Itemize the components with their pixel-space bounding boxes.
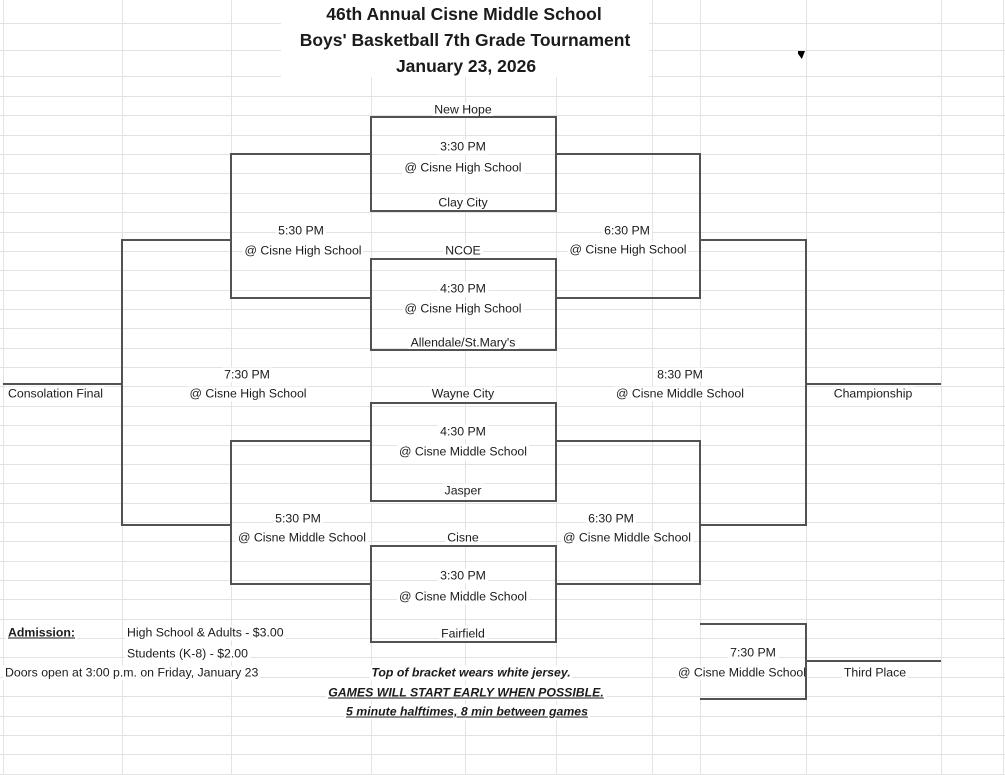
- game4-venue: @ Cisne Middle School: [397, 589, 529, 605]
- game4-time: 3:30 PM: [438, 568, 488, 584]
- bracket-line: [231, 440, 371, 442]
- bracket-line: [3, 383, 122, 385]
- bracket-line: [556, 297, 700, 299]
- third-place-time: 7:30 PM: [728, 645, 778, 661]
- game1-venue: @ Cisne High School: [402, 160, 524, 176]
- admission-heading: Admission:: [6, 625, 77, 641]
- bracket-line: [371, 641, 557, 643]
- bracket-line: [556, 153, 700, 155]
- note-early: GAMES WILL START EARLY WHEN POSSIBLE.: [326, 685, 606, 701]
- bracket-line: [700, 524, 806, 526]
- bracket-line: [230, 153, 232, 299]
- consolation-final-venue: @ Cisne High School: [187, 386, 309, 402]
- game3-venue: @ Cisne Middle School: [397, 444, 529, 460]
- consolation-final-time: 7:30 PM: [222, 367, 272, 383]
- consolation-semi2-time: 5:30 PM: [273, 511, 323, 527]
- consolation-final-label: Consolation Final: [6, 386, 106, 402]
- bracket-line: [700, 698, 806, 700]
- title-line-2: Boys' Basketball 7th Grade Tournament: [297, 29, 633, 51]
- bracket-line: [371, 258, 557, 260]
- note-jersey: Top of bracket wears white jersey.: [369, 665, 573, 681]
- bracket-line: [231, 297, 371, 299]
- consolation-semi1-venue: @ Cisne High School: [242, 243, 364, 259]
- bracket-line: [371, 402, 557, 404]
- bracket-line: [806, 383, 941, 385]
- championship-venue: @ Cisne Middle School: [614, 386, 746, 402]
- bracket-line: [806, 660, 941, 662]
- team-allendale: Allendale/St.Mary's: [408, 335, 518, 351]
- third-place-venue: @ Cisne Middle School: [676, 665, 808, 681]
- bracket-line: [122, 524, 231, 526]
- bracket-line: [121, 239, 123, 526]
- bracket-line: [699, 440, 701, 585]
- admission-students: Students (K-8) - $2.00: [125, 646, 250, 662]
- consolation-semi1-time: 5:30 PM: [276, 223, 326, 239]
- bracket-line: [231, 153, 371, 155]
- admission-doors: Doors open at 3:00 p.m. on Friday, Janua…: [3, 665, 261, 681]
- team-fairfield: Fairfield: [439, 626, 487, 642]
- championship-label: Championship: [831, 386, 915, 402]
- bracket-line: [371, 210, 557, 212]
- bracket-line: [700, 623, 806, 625]
- bracket-line: [699, 153, 701, 299]
- bracket-line: [556, 583, 700, 585]
- team-new-hope: New Hope: [432, 102, 494, 118]
- title-line-1: 46th Annual Cisne Middle School: [324, 3, 604, 25]
- bracket-line: [805, 239, 807, 526]
- winner-semi2-venue: @ Cisne Middle School: [561, 530, 693, 546]
- third-place-label: Third Place: [841, 665, 909, 681]
- bracket-line: [371, 116, 557, 118]
- bracket-line: [370, 402, 372, 502]
- game2-time: 4:30 PM: [438, 281, 488, 297]
- winner-semi2-time: 6:30 PM: [586, 511, 636, 527]
- bracket-line: [555, 402, 557, 502]
- team-cisne: Cisne: [445, 530, 481, 546]
- game3-time: 4:30 PM: [438, 424, 488, 440]
- bracket-line: [370, 258, 372, 351]
- bracket-line: [122, 239, 231, 241]
- bracket-line: [370, 545, 372, 643]
- consolation-semi2-venue: @ Cisne Middle School: [236, 530, 368, 546]
- admission-adults: High School & Adults - $3.00: [125, 625, 286, 641]
- team-wayne-city: Wayne City: [429, 386, 497, 402]
- title-line-3: January 23, 2026: [393, 55, 539, 77]
- bracket-line: [230, 440, 232, 585]
- team-ncoe: NCOE: [443, 243, 483, 259]
- bracket-line: [371, 500, 557, 502]
- bracket-line: [700, 239, 806, 241]
- bracket-line: [556, 440, 700, 442]
- game1-time: 3:30 PM: [438, 139, 488, 155]
- note-halftimes: 5 minute halftimes, 8 min between games: [344, 704, 590, 720]
- bracket-line: [555, 258, 557, 351]
- bracket-line: [231, 583, 371, 585]
- bracket-line: [555, 116, 557, 212]
- bracket-line: [370, 116, 372, 212]
- winner-semi1-venue: @ Cisne High School: [567, 242, 689, 258]
- bracket-line: [371, 349, 557, 351]
- mouse-cursor-icon: [798, 51, 805, 59]
- team-clay-city: Clay City: [436, 195, 490, 211]
- winner-semi1-time: 6:30 PM: [602, 223, 652, 239]
- game2-venue: @ Cisne High School: [402, 301, 524, 317]
- championship-time: 8:30 PM: [655, 367, 705, 383]
- team-jasper: Jasper: [442, 483, 484, 499]
- bracket-line: [371, 545, 557, 547]
- bracket-line: [555, 545, 557, 643]
